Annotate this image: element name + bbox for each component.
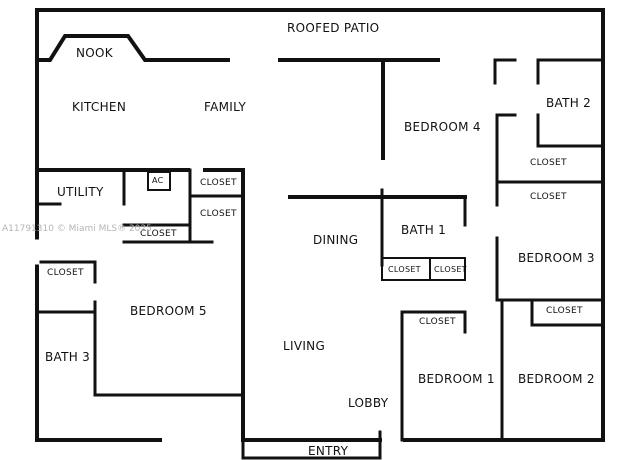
- bath3-wall: [35, 310, 245, 397]
- room-label-living: LIVING: [283, 339, 326, 353]
- bedroom5-closet-wall: [35, 260, 97, 314]
- closet-label-utility: CLOSET: [140, 229, 177, 239]
- room-label-lobby: LOBBY: [348, 396, 389, 410]
- mls-watermark: A11791310 © Miami MLS® 2025: [2, 224, 152, 234]
- ac-box: [147, 171, 171, 191]
- bath1-closets: [381, 257, 466, 281]
- closet-label-hall-top: CLOSET: [200, 178, 237, 188]
- room-label-bath-3: BATH 3: [45, 350, 91, 364]
- closet-label-bedroom-2: CLOSET: [546, 306, 583, 316]
- bath1-wall: [380, 188, 467, 267]
- closet-label-bath-1-a: CLOSET: [388, 265, 421, 274]
- closet-label-bedroom-1: CLOSET: [419, 317, 456, 327]
- room-label-bedroom-1: BEDROOM 1: [418, 372, 495, 386]
- bedroom1-wall: [400, 310, 467, 442]
- bath2-inner-wall: [495, 113, 605, 182]
- closet-label-bath-2: CLOSET: [530, 158, 567, 168]
- room-label-bath-2: BATH 2: [546, 96, 592, 110]
- room-label-entry: ENTRY: [308, 444, 349, 458]
- room-label-dining: DINING: [313, 233, 359, 247]
- room-label-kitchen: KITCHEN: [72, 100, 127, 114]
- room-label-bedroom-4: BEDROOM 4: [404, 120, 481, 134]
- room-label-utility: UTILITY: [57, 185, 104, 199]
- closet-label-bedroom-3: CLOSET: [530, 192, 567, 202]
- room-label-nook: NOOK: [76, 46, 113, 60]
- room-label-bedroom-5: BEDROOM 5: [130, 304, 207, 318]
- nook-wall: [35, 34, 230, 62]
- bedroom2-wall: [500, 298, 605, 442]
- bath2-wall: [493, 58, 605, 85]
- bedroom3-closet-wall: [495, 180, 605, 302]
- utility-closet-wall: [122, 194, 214, 244]
- room-label-bedroom-2: BEDROOM 2: [518, 372, 595, 386]
- closet-label-bedroom-5: CLOSET: [47, 268, 84, 278]
- utility-side-wall: [122, 168, 192, 206]
- room-label-bath-1: BATH 1: [401, 223, 447, 237]
- room-label-bedroom-3: BEDROOM 3: [518, 251, 595, 265]
- room-label-ac: AC: [152, 176, 164, 185]
- room-label-family: FAMILY: [204, 100, 247, 114]
- room-label-roofed-patio: ROOFED PATIO: [287, 21, 380, 35]
- closet-label-hall-mid: CLOSET: [200, 209, 237, 219]
- outer-wall: [35, 8, 605, 442]
- closet-label-bath-1-b: CLOSET: [434, 265, 467, 274]
